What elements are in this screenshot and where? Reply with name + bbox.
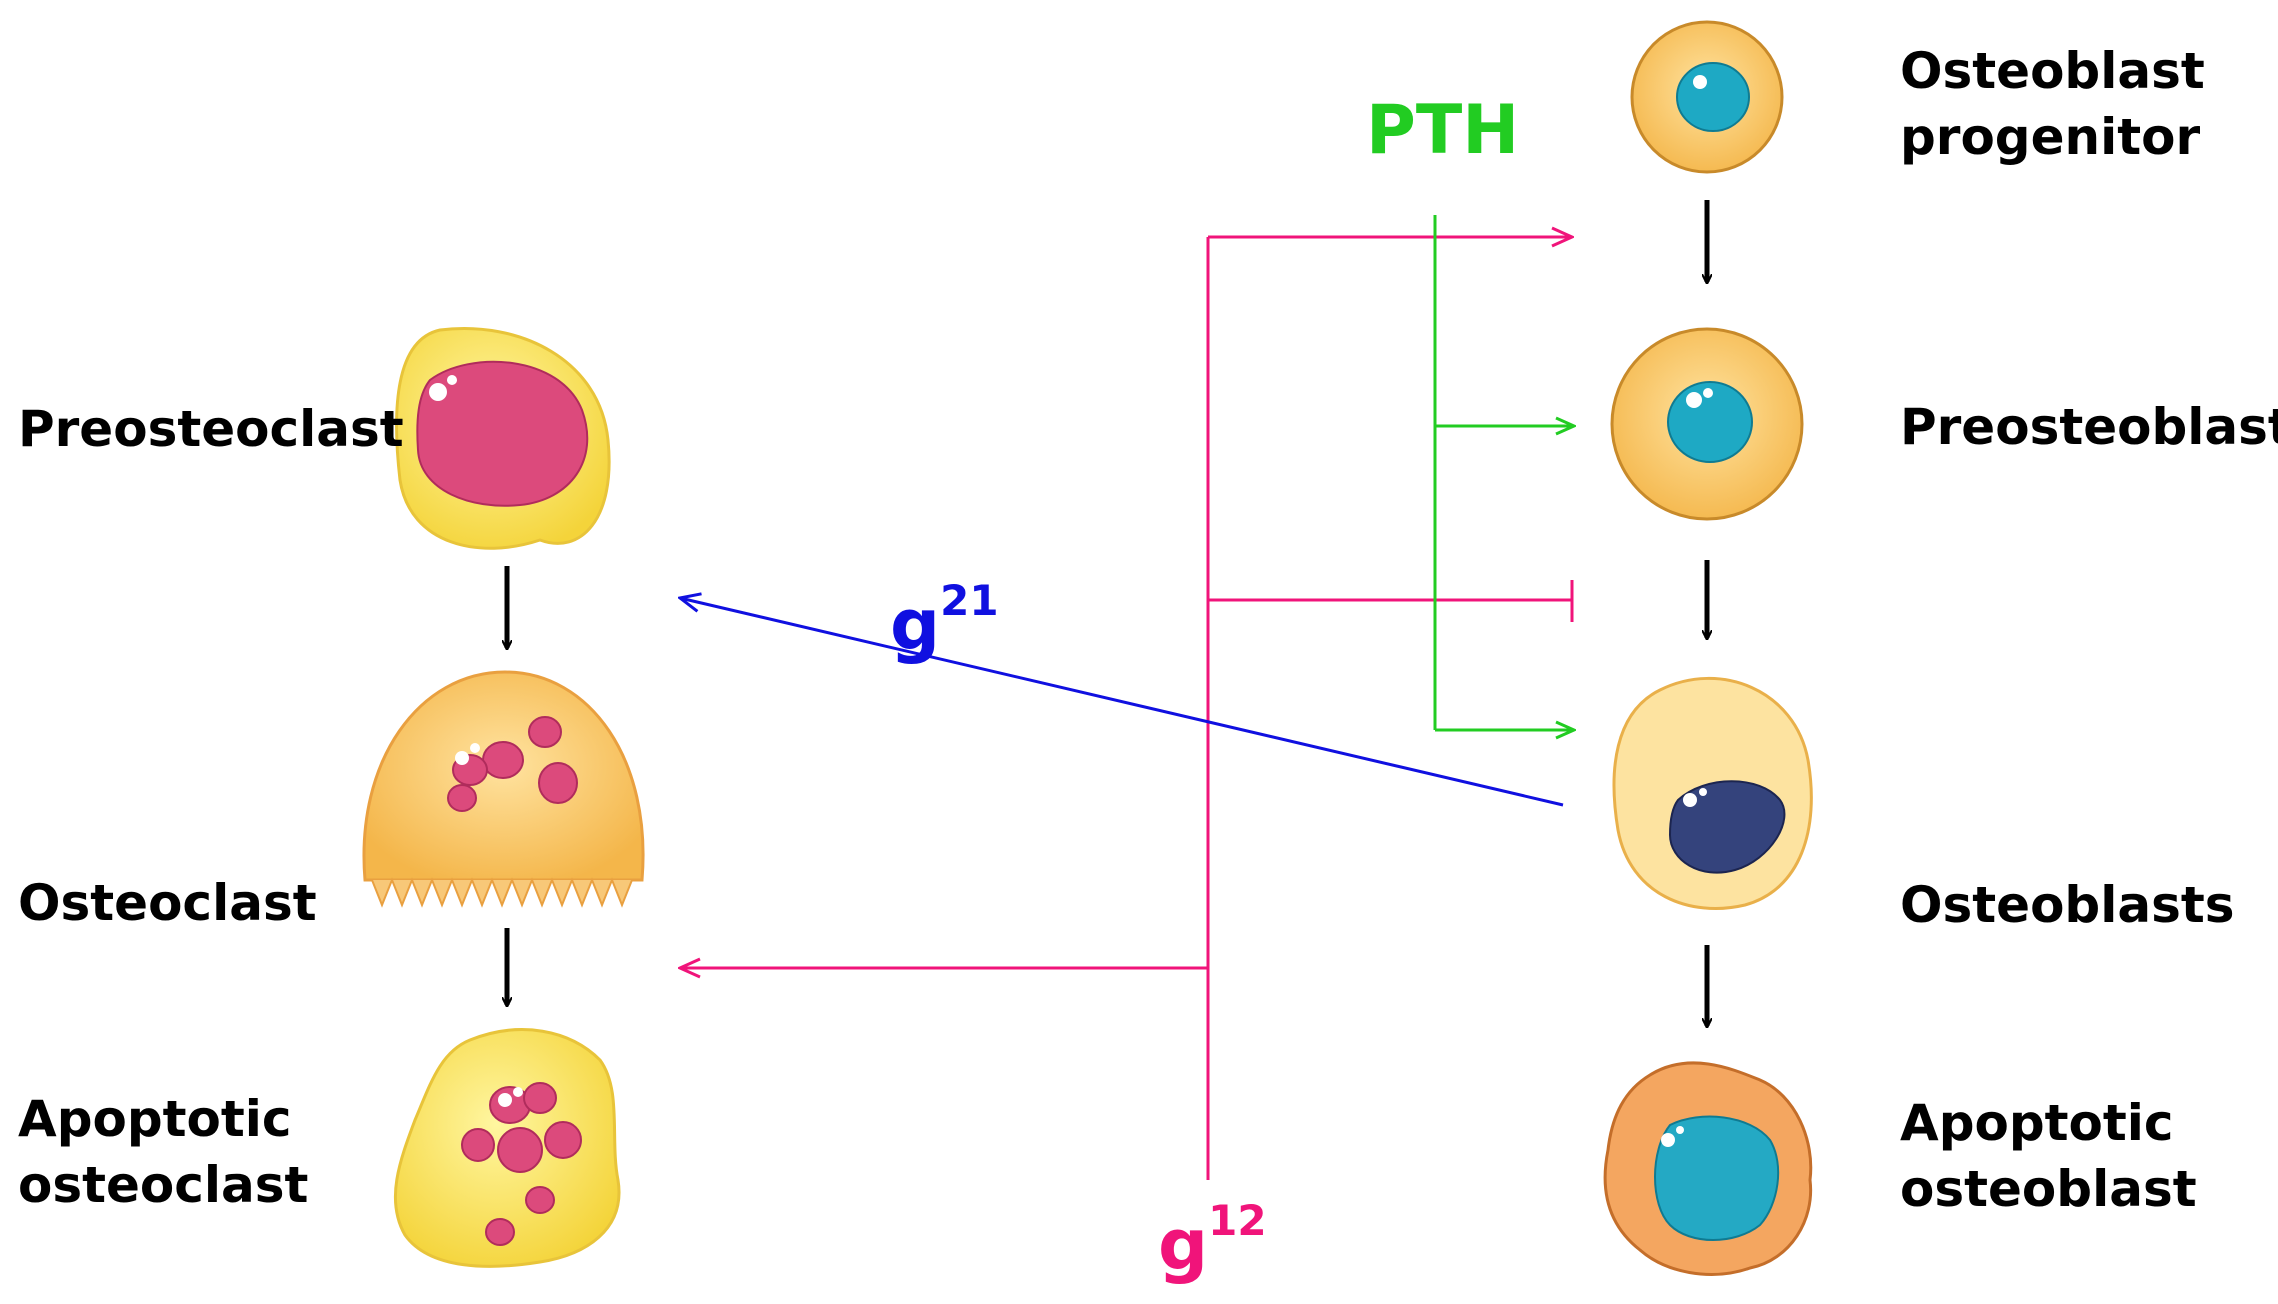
g21-arrow: [680, 598, 1564, 807]
label-osteoblast-progenitor-line1: Osteoblast: [1900, 42, 2205, 100]
signal-pth: PTH: [1366, 91, 1520, 170]
label-preosteoclast: Preosteoclast: [18, 400, 404, 458]
signal-g12-base: g: [1158, 1204, 1209, 1286]
osteoclast-cell: [362, 670, 645, 908]
label-osteoclast: Osteoclast: [18, 874, 317, 932]
label-osteoblast-progenitor: Osteoblast progenitor: [1900, 38, 2205, 170]
pth-network: [1433, 215, 1574, 730]
signal-g21: g21: [890, 580, 999, 661]
label-osteoblasts: Osteoblasts: [1900, 876, 2235, 934]
signal-g21-base: g: [890, 584, 941, 666]
label-apoptotic-osteoblast: Apoptotic osteoblast: [1900, 1090, 2197, 1222]
apoptotic-osteoblast-cell: [1603, 1061, 1813, 1276]
apoptotic-osteoclast-cell: [393, 1028, 621, 1268]
preosteoblast-cell: [1610, 327, 1804, 521]
label-apoptotic-osteoblast-line1: Apoptotic: [1900, 1094, 2174, 1152]
label-preosteoblast: Preosteoblast: [1900, 398, 2278, 456]
signal-g12: g12: [1158, 1200, 1267, 1281]
osteoblast-progenitor-cell: [1630, 20, 1784, 174]
signal-g21-sup: 21: [940, 576, 999, 625]
label-apoptotic-osteoclast-line1: Apoptotic: [18, 1090, 292, 1148]
osteoblast-cell: [1612, 676, 1813, 910]
preosteoclast-cell: [395, 327, 611, 550]
label-apoptotic-osteoclast: Apoptotic osteoclast: [18, 1086, 308, 1218]
g12-network: [680, 237, 1572, 1180]
label-apoptotic-osteoblast-line2: osteoblast: [1900, 1160, 2197, 1218]
label-apoptotic-osteoclast-line2: osteoclast: [18, 1156, 309, 1214]
signal-g12-sup: 12: [1208, 1196, 1267, 1245]
label-osteoblast-progenitor-line2: progenitor: [1900, 108, 2201, 166]
